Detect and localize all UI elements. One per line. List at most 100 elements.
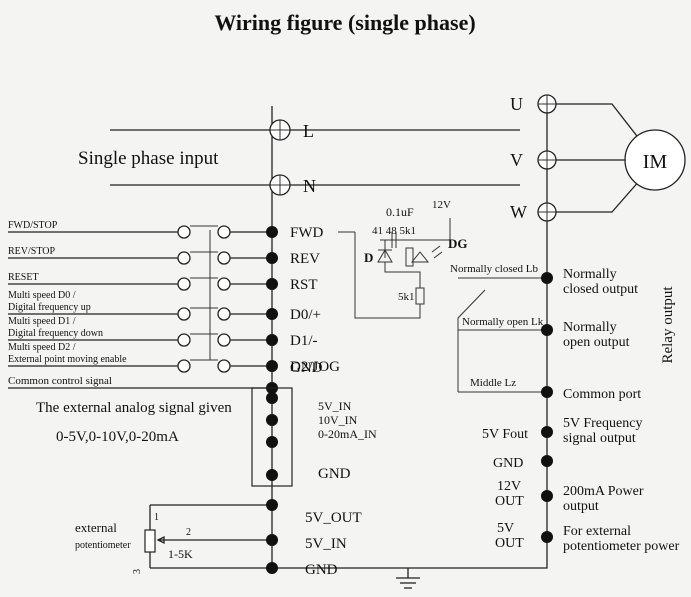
terminal-12v-label-1: 12V bbox=[497, 479, 521, 494]
terminal-gnd-common-label: GND bbox=[290, 360, 323, 376]
pot-power-label-2: potentiometer power bbox=[563, 539, 680, 554]
relay-nc-out-label-2: closed output bbox=[563, 282, 638, 297]
relay-nc-contact-label: Normally closed Lb bbox=[450, 263, 538, 275]
pot-label-external: external bbox=[75, 520, 117, 535]
switch-contact bbox=[177, 359, 191, 373]
digital-input-row: REV/STOP REV bbox=[8, 246, 320, 267]
input-line-label: Digital frequency down bbox=[8, 328, 103, 339]
input-terminal-label: D1/- bbox=[290, 333, 318, 349]
terminal-U-label: U bbox=[510, 94, 523, 114]
input-terminal-label: FWD bbox=[290, 225, 324, 241]
terminal-5v-label-1: 5V bbox=[497, 521, 514, 536]
terminal-5v-label-2: OUT bbox=[495, 536, 524, 551]
input-terminal-label: RST bbox=[290, 277, 318, 293]
indicator-cap-label: 0.1uF bbox=[386, 205, 414, 219]
motor-output: U V W IM bbox=[510, 94, 686, 222]
potentiometer-symbol bbox=[144, 529, 156, 553]
relay-middle-label: Middle Lz bbox=[470, 377, 516, 389]
freq-output-label-2: signal output bbox=[563, 431, 636, 446]
switch-contact bbox=[217, 277, 231, 291]
diagram-title: Wiring figure (single phase) bbox=[214, 10, 475, 35]
analog-range-label: 0-5V,0-10V,0-20mA bbox=[56, 429, 179, 445]
terminal-5v-fout bbox=[541, 426, 553, 438]
common-control: Common control signal GND bbox=[8, 230, 323, 394]
terminal-relay-nc bbox=[541, 272, 553, 284]
terminal-relay-common bbox=[541, 386, 553, 398]
input-line-top-label: Multi speed D1 / bbox=[8, 316, 76, 327]
ground-symbol bbox=[396, 568, 420, 589]
potentiometer: 5V_OUT 5V_IN GND external potentiometer … bbox=[75, 499, 362, 578]
switch-contact bbox=[177, 333, 191, 347]
indicator-r2-label: 5k1 bbox=[398, 291, 415, 303]
analog-5v-label: 5V_IN bbox=[318, 399, 352, 413]
terminal-input bbox=[266, 252, 278, 264]
power-output-label-2: output bbox=[563, 499, 599, 514]
freq-output-label-1: 5V Frequency bbox=[563, 416, 642, 431]
terminal-W-label: W bbox=[510, 202, 527, 222]
terminal-L-label: L bbox=[303, 121, 314, 141]
motor-label: IM bbox=[643, 151, 668, 173]
input-line-top-label: Multi speed D2 / bbox=[8, 342, 76, 353]
terminal-V-label: V bbox=[510, 150, 523, 170]
terminal-input bbox=[266, 278, 278, 290]
digital-input-row: FWD/STOP FWD bbox=[8, 220, 324, 241]
terminal-5v-in-label: 5V_IN bbox=[305, 536, 347, 552]
indicator-12v-label: 12V bbox=[432, 199, 451, 211]
right-output-terminals: 5V Fout 5V Frequency signal output GND 1… bbox=[482, 416, 680, 554]
power-input: L N Single phase input bbox=[78, 119, 520, 196]
switch-contact bbox=[217, 251, 231, 265]
terminal-12v-out bbox=[541, 490, 553, 502]
pot-pin-3: 3 bbox=[132, 569, 143, 574]
terminal-relay-no bbox=[541, 324, 553, 336]
input-line-label: External point moving enable bbox=[8, 354, 127, 365]
digital-input-row: RESET RST bbox=[8, 272, 318, 293]
pot-power-label-1: For external bbox=[563, 524, 631, 539]
switch-contact bbox=[217, 359, 231, 373]
input-terminal-label: D0/+ bbox=[290, 307, 321, 323]
switch-contact bbox=[217, 225, 231, 239]
input-terminal-label: REV bbox=[290, 251, 320, 267]
pot-label-potentiometer: potentiometer bbox=[75, 540, 131, 551]
input-line-label: FWD/STOP bbox=[8, 220, 58, 231]
terminal-5v-in bbox=[266, 534, 278, 546]
terminal-pot-gnd-label: GND bbox=[305, 562, 338, 578]
terminal-input bbox=[266, 308, 278, 320]
relay-common-label: Common port bbox=[563, 387, 641, 402]
input-line-label: RESET bbox=[8, 272, 39, 283]
indicator-r-codes: 41 48 5k1 bbox=[372, 225, 416, 237]
pot-pin-2: 2 bbox=[186, 527, 191, 538]
common-control-label: Common control signal bbox=[8, 375, 112, 387]
input-line-top-label: Multi speed D0 / bbox=[8, 290, 76, 301]
relay-output-side-label: Relay output bbox=[660, 286, 676, 364]
terminal-12v-label-2: OUT bbox=[495, 494, 524, 509]
single-phase-input-label: Single phase input bbox=[78, 148, 219, 169]
terminal-5v-out-label: 5V_OUT bbox=[305, 510, 362, 526]
switch-contact bbox=[177, 251, 191, 265]
input-line-label: REV/STOP bbox=[8, 246, 55, 257]
switch-contact bbox=[217, 333, 231, 347]
indicator-circuit: 0.1uF 12V 41 48 5k1 D DG 5k1 bbox=[338, 199, 468, 319]
terminal-input bbox=[266, 226, 278, 238]
analog-20ma-label: 0-20mA_IN bbox=[318, 427, 377, 441]
terminal-analog-in bbox=[266, 392, 278, 404]
relay-output: Normally closed Lb Normally open Lk Midd… bbox=[450, 263, 676, 402]
analog-desc-label: The external analog signal given bbox=[36, 400, 232, 416]
switch-contact bbox=[177, 277, 191, 291]
relay-no-out-label-1: Normally bbox=[563, 320, 617, 335]
analog-10v-label: 10V_IN bbox=[318, 413, 358, 427]
input-terminal-label: D2/JOG bbox=[290, 359, 340, 375]
terminal-gnd-right bbox=[541, 455, 553, 467]
terminal-pot-gnd bbox=[266, 562, 278, 574]
indicator-dg-label: DG bbox=[448, 236, 468, 251]
analog-gnd-label: GND bbox=[318, 466, 351, 482]
analog-input: 5V_IN 10V_IN 0-20mA_IN GND The external … bbox=[36, 387, 377, 487]
motor-symbol bbox=[624, 129, 686, 191]
power-output-label-1: 200mA Power bbox=[563, 484, 644, 499]
input-line-label: Digital frequency up bbox=[8, 302, 91, 313]
switch-contact bbox=[177, 307, 191, 321]
